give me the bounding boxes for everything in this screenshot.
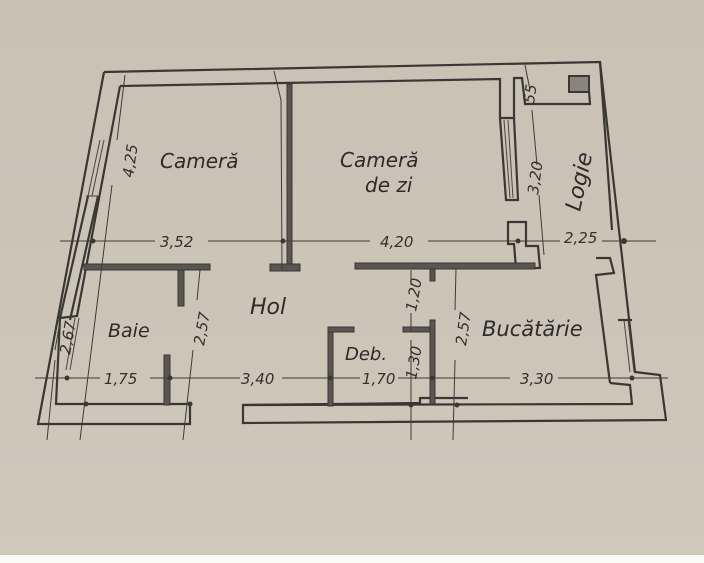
dimension-lines: [35, 64, 668, 441]
room-label-logie: Logie: [561, 150, 598, 213]
bottom-white-strip: [0, 555, 704, 563]
dim-deb-height: 1,30: [402, 345, 426, 381]
dim-logie-width: 2,25: [564, 229, 597, 247]
dim-baie-width: 1,75: [104, 370, 137, 388]
dim-camera-width: 3,52: [160, 233, 193, 251]
room-label-camera-de-zi-line1: Cameră: [340, 148, 419, 172]
dim-deb-width: 1,70: [362, 370, 395, 388]
dim-camera-height: 4,25: [119, 143, 141, 179]
room-label-hol: Hol: [250, 295, 286, 320]
dim-bucatarie-height: 2,57: [452, 311, 475, 347]
dim-baie-left-height: 2,67: [56, 319, 80, 355]
dim-bucatarie-width: 3,30: [520, 370, 553, 388]
dim-hol-width: 3,40: [241, 370, 274, 388]
room-label-camera: Cameră: [160, 149, 239, 173]
dimension-labels: 4,25 3,52 4,20 2,25 3,20 55 2,67 2,57 1,…: [56, 83, 597, 388]
outer-walls: [36, 60, 668, 426]
dim-camera-de-zi-width: 4,20: [380, 233, 413, 251]
dim-logie-offset: 55: [520, 83, 540, 104]
room-label-baie: Baie: [108, 320, 150, 342]
room-labels: Cameră Cameră de zi Logie Hol Baie Deb. …: [108, 148, 598, 365]
dim-baie-right-height: 2,57: [190, 310, 214, 346]
room-label-camera-de-zi-line2: de zi: [365, 173, 413, 197]
room-label-bucatarie: Bucătărie: [482, 317, 583, 341]
dim-logie-length: 3,20: [524, 160, 546, 196]
chimney-icon: [568, 75, 590, 93]
dim-hol-passage: 1,20: [402, 277, 426, 313]
room-label-deb: Deb.: [345, 344, 387, 365]
interior-walls: [83, 83, 536, 407]
